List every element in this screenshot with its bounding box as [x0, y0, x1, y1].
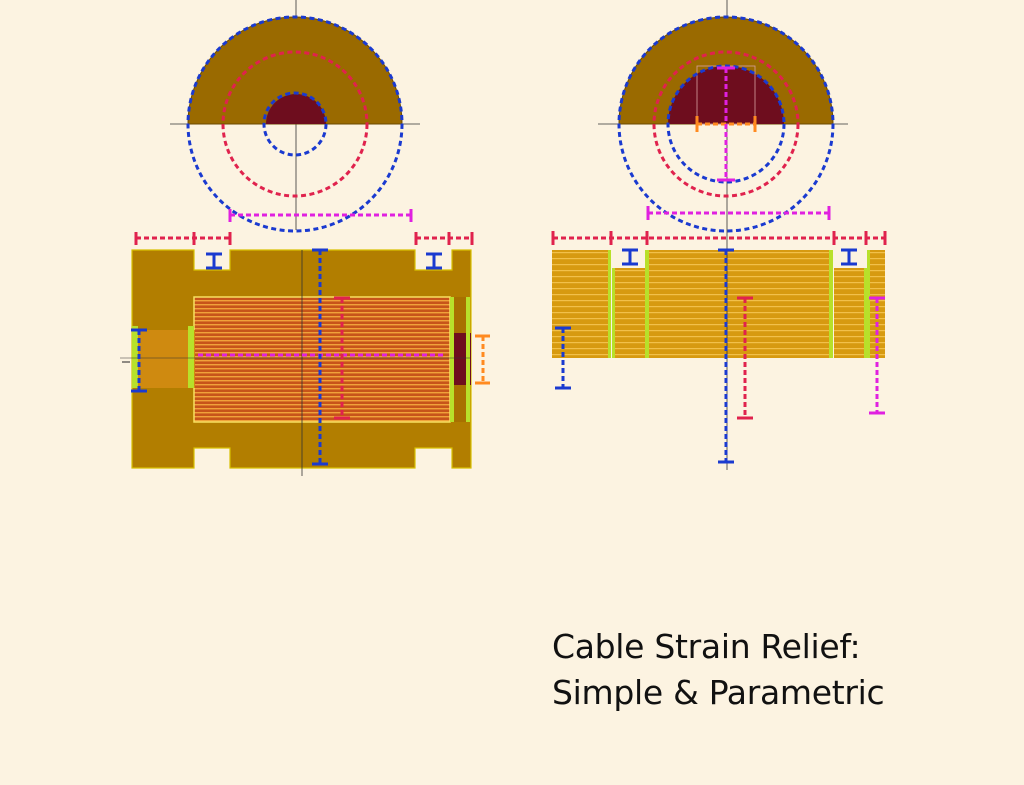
right-end-view	[598, 0, 848, 240]
caption-subtitle: Simple & Parametric	[552, 673, 885, 712]
left-end-view	[170, 0, 420, 233]
caption-title: Cable Strain Relief:	[552, 627, 861, 666]
caption: Cable Strain Relief: Simple & Parametric	[552, 624, 885, 716]
left-section-view	[120, 209, 490, 476]
right-parts-view	[551, 206, 887, 470]
